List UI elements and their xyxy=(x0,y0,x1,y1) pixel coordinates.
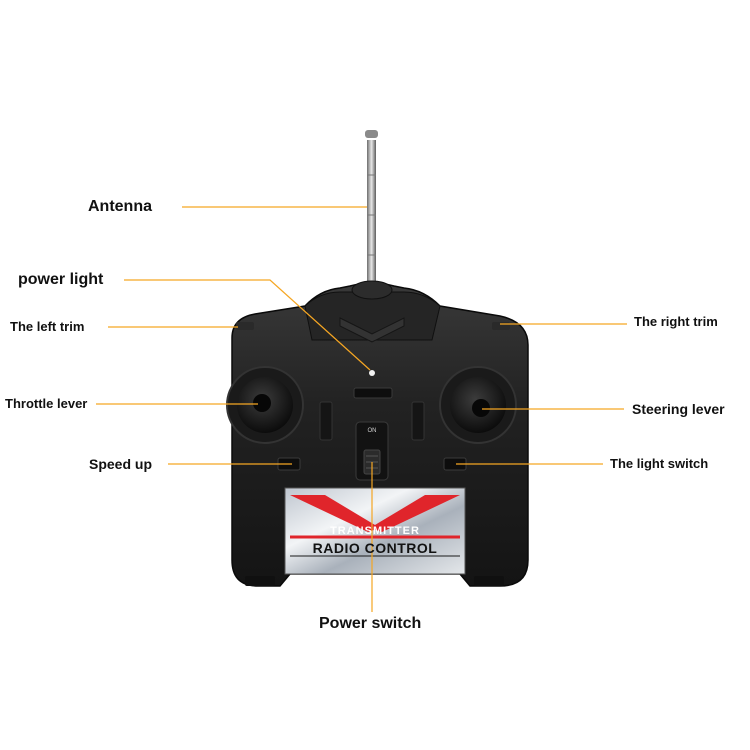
power-switch xyxy=(355,421,389,481)
front-panel xyxy=(284,487,466,575)
label-power-switch: Power switch xyxy=(319,615,422,632)
antenna xyxy=(365,130,378,290)
label-throttle-lever: Throttle lever xyxy=(5,396,88,411)
label-antenna: Antenna xyxy=(88,198,152,215)
leader-power-light xyxy=(124,279,371,371)
switch-on-mark: ON xyxy=(368,428,377,434)
throttle-stick xyxy=(226,366,333,444)
label-steering-lever: Steering lever xyxy=(632,401,725,417)
label-light-switch: The light switch xyxy=(610,456,709,471)
label-power-light: power light xyxy=(18,271,104,288)
steering-stick xyxy=(411,366,517,444)
label-speed-up: Speed up xyxy=(89,456,153,472)
panel-line-1: TRANSMITTER xyxy=(330,525,420,537)
label-left-trim: The left trim xyxy=(10,319,85,334)
panel-line-2: RADIO CONTROL xyxy=(313,540,438,556)
power-light xyxy=(369,370,375,376)
indicator-slot xyxy=(353,387,393,399)
label-right-trim: The right trim xyxy=(634,314,718,329)
